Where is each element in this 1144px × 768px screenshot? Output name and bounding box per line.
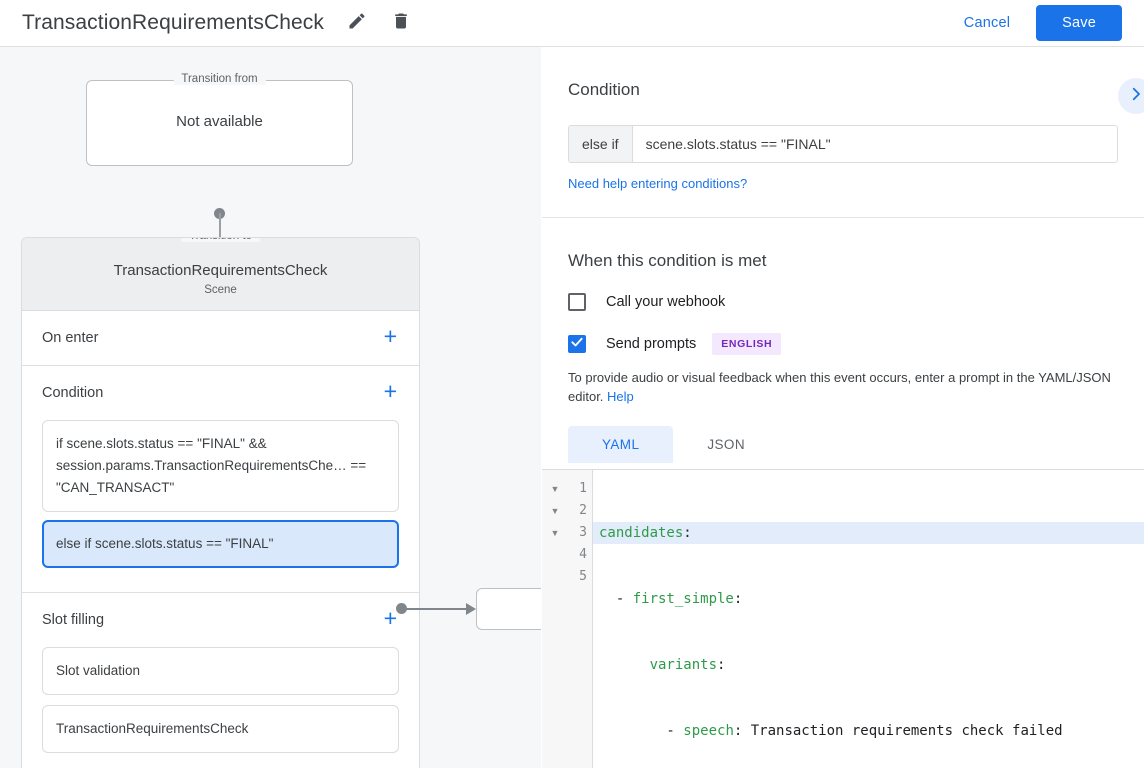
transition-to-scene-card: Transition to TransactionRequirementsChe… [21, 237, 420, 768]
scene-name: TransactionRequirementsCheck [113, 262, 328, 279]
send-prompts-label: Send prompts [606, 336, 697, 352]
code-line: candidates: [593, 522, 1144, 544]
add-on-enter-button[interactable]: + [383, 323, 397, 349]
save-button[interactable]: Save [1036, 5, 1122, 41]
code-rest: : [717, 657, 726, 673]
call-webhook-checkbox[interactable] [568, 293, 586, 311]
add-slot-filling-button[interactable]: + [383, 605, 397, 631]
cancel-button[interactable]: Cancel [954, 7, 1020, 39]
help-link[interactable]: Help [607, 389, 634, 404]
code-rest: : Transaction requirements check failed [733, 723, 1063, 739]
code-key: candidates [599, 525, 684, 541]
fold-toggle[interactable]: ▼ [550, 528, 560, 538]
condition-detail-panel: Condition else if Need help entering con… [542, 47, 1144, 768]
section-slot-filling-header: Slot filling + [42, 593, 399, 647]
code-indent: - [599, 591, 633, 607]
code-line: - speech: Transaction requirements check… [593, 720, 1144, 742]
slot-filling-item[interactable]: TransactionRequirementsCheck [42, 705, 399, 753]
line-number: 2 [579, 503, 587, 518]
when-condition-met-heading: When this condition is met [568, 251, 767, 270]
connector-arrowhead-selected [466, 603, 476, 615]
when-condition-met-section: When this condition is met Call your web… [542, 218, 1144, 768]
code-line: variants: [593, 654, 1144, 676]
fold-toggle[interactable]: ▼ [550, 506, 560, 516]
condition-item[interactable]: if scene.slots.status == "FINAL" && sess… [42, 420, 399, 512]
section-condition: Condition + if scene.slots.status == "FI… [22, 366, 419, 593]
send-prompts-checkbox[interactable] [568, 335, 586, 353]
code-key: first_simple [632, 591, 734, 607]
need-help-conditions-link[interactable]: Need help entering conditions? [568, 176, 748, 191]
delete-button[interactable] [388, 10, 414, 36]
page-title: TransactionRequirementsCheck [22, 11, 324, 34]
next-node-partial[interactable] [476, 588, 541, 630]
call-webhook-label: Call your webhook [606, 294, 726, 310]
app-header: TransactionRequirementsCheck Cancel Save [0, 0, 1144, 47]
scene-graph-panel: Transition from Not available Transition… [0, 47, 541, 768]
line-number: 4 [579, 547, 587, 562]
editor-format-tabs: YAML JSON [568, 426, 1118, 463]
connector-line-selected [405, 608, 468, 610]
editor-code-area[interactable]: candidates: - first_simple: variants: - … [593, 470, 1144, 768]
code-indent: - [599, 723, 684, 739]
webhook-row[interactable]: Call your webhook [568, 293, 1118, 311]
language-badge: ENGLISH [712, 333, 782, 355]
edit-name-button[interactable] [344, 10, 370, 36]
condition-heading: Condition [568, 80, 640, 99]
code-key: variants [649, 657, 718, 673]
trash-icon [391, 11, 411, 36]
section-on-enter: On enter + [22, 311, 419, 366]
scene-type: Scene [204, 284, 237, 296]
transition-from-node[interactable]: Transition from Not available [86, 73, 353, 166]
tab-yaml[interactable]: YAML [568, 426, 674, 463]
expand-panel-button[interactable] [1118, 78, 1144, 114]
code-line: - first_simple: [593, 588, 1144, 610]
code-editor[interactable]: ▼ ▼ ▼ 1 2 3 4 5 candidates: - first_simp… [542, 469, 1144, 768]
condition-input[interactable] [632, 126, 1117, 162]
transition-from-value: Not available [176, 113, 263, 130]
condition-input-row: else if [568, 125, 1118, 163]
section-condition-title: Condition [42, 385, 104, 401]
pencil-icon [347, 11, 367, 36]
prompts-description: To provide audio or visual feedback when… [568, 368, 1118, 406]
section-on-enter-title: On enter [42, 330, 99, 346]
section-slot-filling-items: Slot validation TransactionRequirementsC… [42, 647, 399, 768]
line-number: 3 [579, 525, 587, 540]
condition-prefix-label: else if [569, 126, 633, 162]
code-key: speech [683, 723, 734, 739]
section-condition-header: Condition + [42, 366, 399, 420]
code-rest: : [683, 525, 692, 541]
code-rest: : [733, 591, 743, 607]
section-on-enter-header: On enter + [42, 311, 399, 365]
slot-filling-item[interactable]: Slot validation [42, 647, 399, 695]
line-number: 1 [579, 481, 587, 496]
chevron-right-icon [1127, 85, 1144, 108]
transition-from-legend: Transition from [173, 73, 266, 85]
connector-dot-selected [396, 603, 407, 614]
fold-spacer [542, 544, 568, 566]
checkmark-icon [570, 335, 584, 354]
send-prompts-row[interactable]: Send prompts ENGLISH [568, 333, 1118, 355]
condition-editor-section: Condition else if Need help entering con… [542, 47, 1144, 218]
condition-item-selected[interactable]: else if scene.slots.status == "FINAL" [42, 520, 399, 568]
line-number: 5 [579, 569, 587, 584]
add-condition-button[interactable]: + [383, 378, 397, 404]
tab-json[interactable]: JSON [707, 437, 745, 452]
section-divider [542, 217, 1144, 218]
editor-fold-gutter: ▼ ▼ ▼ [542, 470, 568, 768]
section-slot-filling-title: Slot filling [42, 612, 105, 628]
editor-line-numbers: 1 2 3 4 5 [568, 470, 593, 768]
section-slot-filling: Slot filling + Slot validation Transacti… [22, 593, 419, 768]
fold-spacer [542, 566, 568, 588]
code-indent [599, 657, 650, 673]
prompts-description-text: To provide audio or visual feedback when… [568, 370, 1111, 404]
section-condition-items: if scene.slots.status == "FINAL" && sess… [42, 420, 399, 592]
scene-card-header: Transition to TransactionRequirementsChe… [22, 238, 419, 311]
transition-to-legend: Transition to [181, 238, 260, 242]
fold-toggle[interactable]: ▼ [550, 484, 560, 494]
